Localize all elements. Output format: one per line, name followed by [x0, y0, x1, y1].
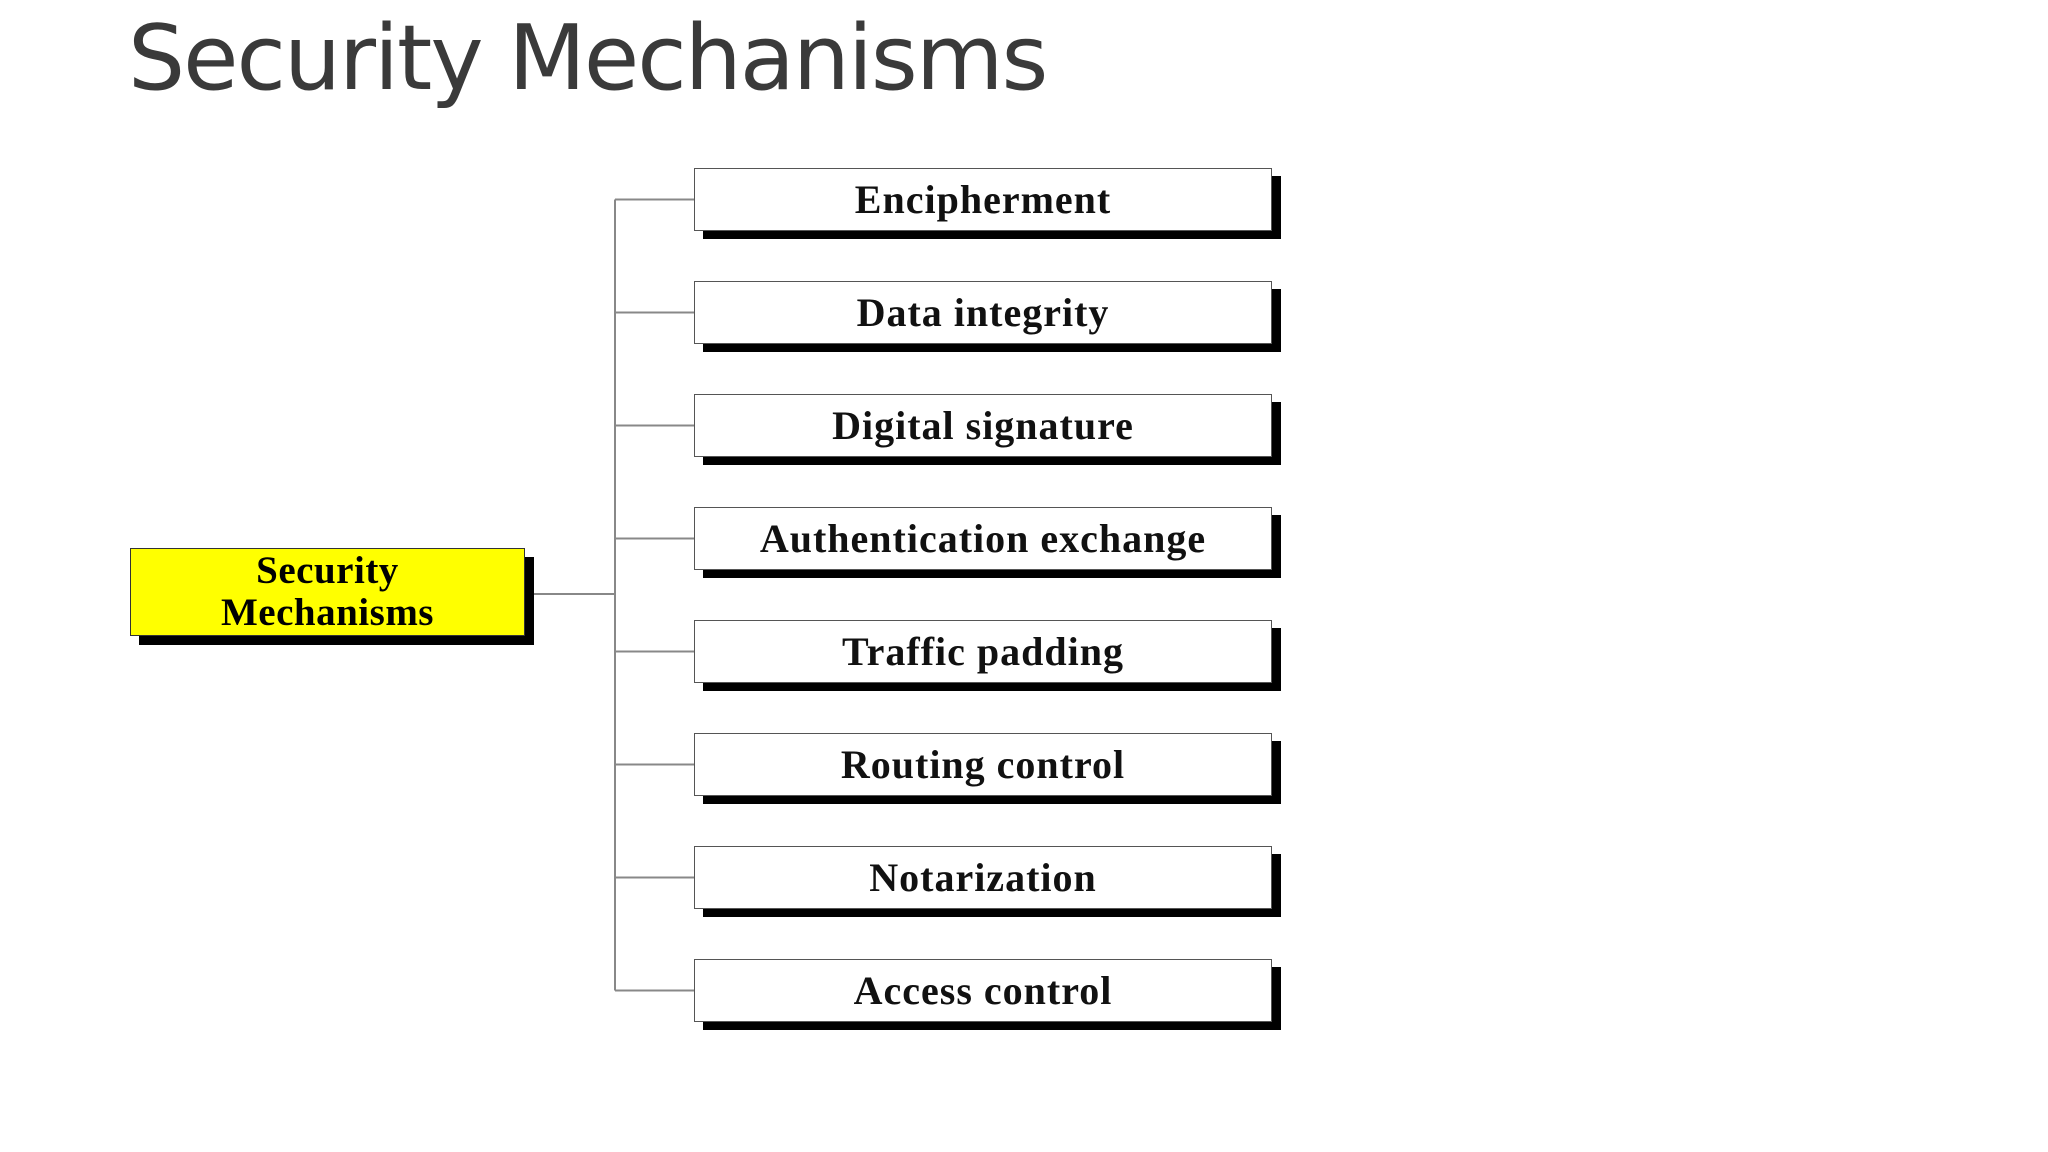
mechanism-label: Encipherment — [854, 177, 1112, 222]
mechanism-label: Digital signature — [832, 403, 1134, 448]
mechanism-label: Notarization — [869, 855, 1097, 900]
mechanism-box: Traffic padding — [694, 620, 1272, 683]
mechanism-box: Access control — [694, 959, 1272, 1022]
mechanism-box: Data integrity — [694, 281, 1272, 344]
mechanism-label: Traffic padding — [841, 629, 1125, 674]
mechanism-label: Data integrity — [856, 290, 1110, 335]
mechanism-label: Access control — [853, 968, 1113, 1013]
mechanism-box: Digital signature — [694, 394, 1272, 457]
slide-title: Security Mechanisms — [128, 6, 1048, 111]
root-node-label: Security Mechanisms — [221, 549, 434, 634]
root-node-box: Security Mechanisms — [130, 548, 525, 636]
mechanism-box: Encipherment — [694, 168, 1272, 231]
mechanism-box: Authentication exchange — [694, 507, 1272, 570]
mechanism-label: Authentication exchange — [759, 516, 1207, 561]
mechanism-label: Routing control — [840, 742, 1126, 787]
mechanism-box: Notarization — [694, 846, 1272, 909]
mechanism-box: Routing control — [694, 733, 1272, 796]
